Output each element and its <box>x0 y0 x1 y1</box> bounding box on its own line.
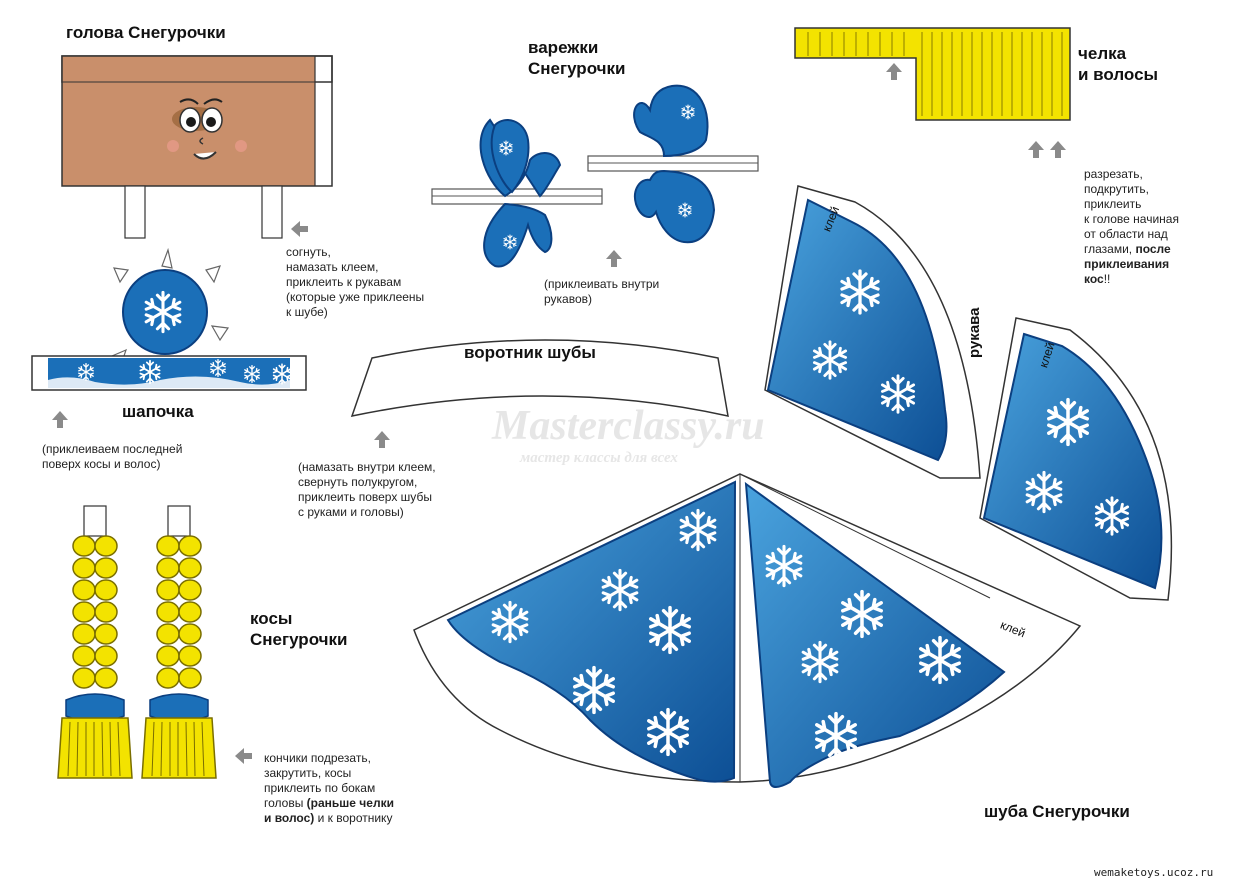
braids-note-text: кончики подрезать, закрутить, косы прикл… <box>264 751 376 810</box>
bangs-note-end: !! <box>1103 272 1111 286</box>
arrow-bangs-2 <box>1028 141 1044 158</box>
collar-note: (намазать внутри клеем, свернуть полукру… <box>298 460 436 519</box>
coat-piece <box>413 473 1082 788</box>
bangs-note-text: разрезать, подкрутить, приклеить к голов… <box>1084 167 1179 256</box>
sleeve-right-piece <box>979 317 1173 601</box>
arrow-bangs-3 <box>1050 141 1066 158</box>
head-note: согнуть, намазать клеем, приклеить к рук… <box>286 245 425 319</box>
braids-piece <box>57 505 217 779</box>
arrow-collar-note <box>374 431 390 448</box>
source-credit: wemaketoys.ucoz.ru <box>1094 866 1214 879</box>
braids-note-emphasis: (раньше челки и волос) <box>264 796 394 825</box>
hat-piece <box>31 247 307 391</box>
bangs-note-emphasis: после приклеивания кос <box>1084 242 1171 286</box>
arrow-bangs-1 <box>886 63 902 80</box>
face-icon <box>167 98 247 160</box>
sleeve-left-piece <box>764 185 981 479</box>
collar-piece <box>350 339 729 418</box>
mittens-note: (приклеивать внутри рукавов) <box>544 277 660 306</box>
coat-label: шуба Снегурочки <box>984 802 1130 821</box>
braids-label: косы Снегурочки <box>250 609 348 649</box>
bangs-label: челка и волосы <box>1078 44 1159 84</box>
arrow-braids-note <box>235 748 252 764</box>
bangs-note: разрезать, подкрутить, приклеить к голов… <box>1084 167 1179 287</box>
bangs-piece <box>794 27 1071 121</box>
arrow-mittens-note <box>606 250 622 267</box>
head-piece <box>61 55 333 239</box>
mittens-piece <box>431 84 759 268</box>
hat-note: (приклеиваем последней поверх косы и вол… <box>42 442 183 471</box>
collar-label: воротник шубы <box>464 343 596 362</box>
watermark-sub: мастер классы для всех <box>520 450 678 466</box>
head-label: голова Снегурочки <box>66 23 226 42</box>
hat-label: шапочка <box>122 402 194 421</box>
braids-note: кончики подрезать, закрутить, косы прикл… <box>264 751 394 826</box>
mittens-label: варежки Снегурочки <box>528 38 626 78</box>
sleeves-label: рукава <box>966 307 983 358</box>
watermark-main: Masterclassy.ru <box>492 403 765 449</box>
braids-note-end: и к воротнику <box>314 811 393 825</box>
arrow-hat-note <box>52 411 68 428</box>
arrow-head-note <box>291 221 308 237</box>
